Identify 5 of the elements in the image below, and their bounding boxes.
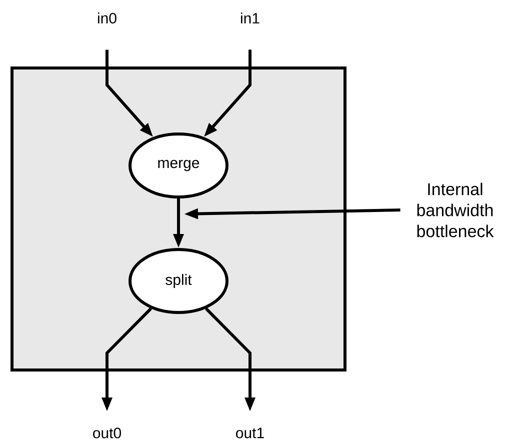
port-label: in0	[98, 12, 116, 24]
port-label: out0	[93, 428, 121, 438]
callout-text: Internal bandwidth bottleneck	[417, 182, 494, 238]
port-label: out1	[236, 428, 264, 438]
port-label: in1	[241, 12, 260, 24]
